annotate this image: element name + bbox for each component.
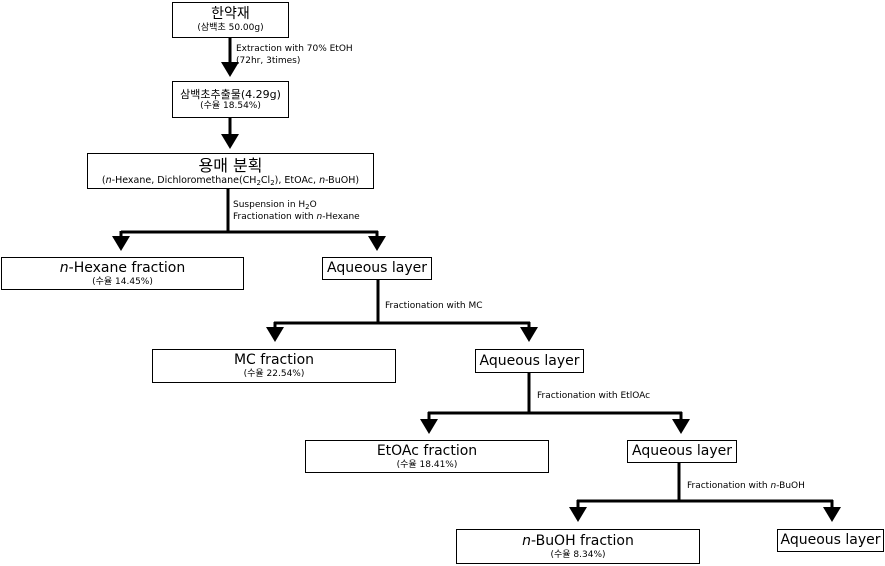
extract-box: 삼백초추출물(4.29g) (수율 18.54%)	[172, 81, 289, 118]
etoac-fraction-sub: (수율 18.41%)	[396, 459, 458, 470]
etoac-step-note: Fractionation with EtlOAc	[537, 391, 651, 401]
aqueous-layer-2-title: Aqueous layer	[479, 352, 580, 369]
extraction-note-line2: (72hr, 3times)	[236, 56, 301, 66]
suspension-note: Suspension in H2O	[233, 200, 317, 211]
hexane-fraction-box: n-Hexane fraction (수율 14.45%)	[1, 257, 244, 290]
herb-box: 한약재 (삼백초 50.00g)	[172, 2, 289, 38]
extraction-note-line1: Extraction with 70% EtOH	[236, 44, 353, 54]
etoac-fraction-title: EtOAc fraction	[376, 442, 478, 459]
mc-fraction-sub: (수율 22.54%)	[243, 369, 305, 379]
aqueous-layer-3-title: Aqueous layer	[631, 443, 732, 459]
hexane-fraction-sub: (수율 14.45%)	[92, 276, 153, 287]
partition-title: 용매 분획	[198, 155, 263, 175]
aqueous-layer-1-title: Aqueous layer	[326, 260, 427, 276]
mc-fraction-title: MC fraction	[233, 352, 315, 368]
herb-title: 한약재	[211, 6, 250, 22]
aqueous-layer-3-box: Aqueous layer	[627, 440, 737, 463]
mc-fraction-box: MC fraction (수율 22.54%)	[152, 349, 396, 383]
aqueous-layer-4-title: Aqueous layer	[780, 532, 881, 548]
hexane-fraction-title: n-Hexane fraction	[59, 259, 186, 276]
extract-title: 삼백초추출물(4.29g)	[180, 87, 281, 101]
aqueous-layer-2-box: Aqueous layer	[475, 349, 584, 373]
buoh-fraction-title: n-BuOH fraction	[522, 532, 634, 549]
hexane-step-note: Fractionation with n-Hexane	[233, 212, 360, 222]
buoh-fraction-sub: (수율 8.34%)	[550, 549, 606, 560]
herb-sub: (삼백초 50.00g)	[197, 23, 264, 33]
etoac-fraction-box: EtOAc fraction (수율 18.41%)	[305, 440, 549, 473]
partition-box: 용매 분획 (n-Hexane, Dichloromethane(CH2Cl2)…	[87, 153, 374, 189]
partition-solvents: (n-Hexane, Dichloromethane(CH2Cl2), EtOA…	[101, 174, 360, 187]
mc-step-note: Fractionation with MC	[385, 301, 483, 311]
aqueous-layer-1-box: Aqueous layer	[322, 257, 432, 280]
buoh-step-note: Fractionation with n-BuOH	[687, 481, 805, 491]
extract-sub: (수율 18.54%)	[200, 100, 261, 111]
aqueous-layer-4-box: Aqueous layer	[777, 529, 884, 552]
buoh-fraction-box: n-BuOH fraction (수율 8.34%)	[456, 529, 700, 564]
